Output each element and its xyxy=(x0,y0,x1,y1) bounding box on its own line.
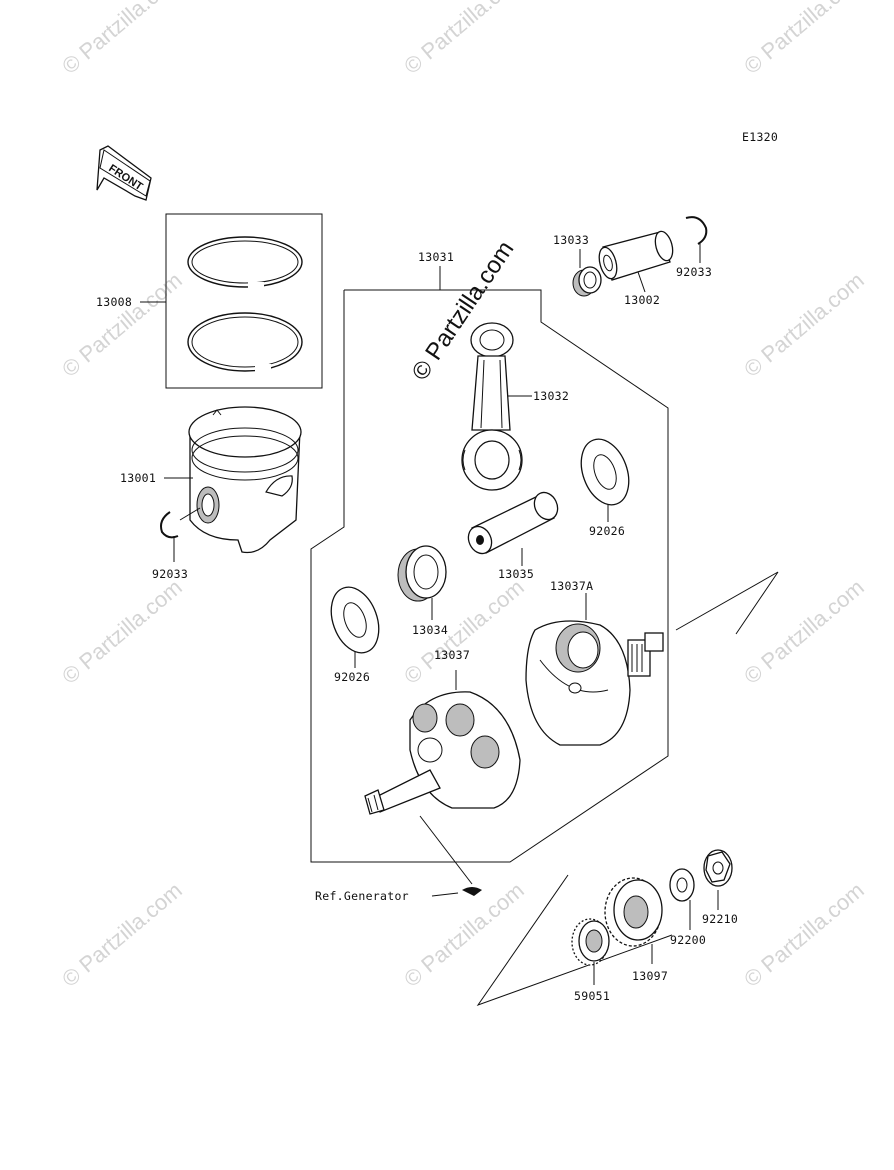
needle-bearing-large xyxy=(397,545,447,602)
part-label: 13037A xyxy=(550,579,593,593)
watermark: © Partzilla.com xyxy=(739,267,869,381)
watermark: © Partzilla.com xyxy=(399,0,529,79)
crankshaft-right-half xyxy=(525,620,664,746)
piston-pin xyxy=(598,230,674,281)
part-label: 13032 xyxy=(533,389,569,403)
part-label: 92210 xyxy=(702,912,738,926)
woodruff-key xyxy=(462,887,482,896)
part-label: 13002 xyxy=(624,293,660,307)
part-label: 13097 xyxy=(632,969,668,983)
part-label: 92200 xyxy=(670,933,706,947)
watermark: © Partzilla.com xyxy=(57,574,187,688)
part-label: 13035 xyxy=(498,567,534,581)
part-label: 13034 xyxy=(412,623,448,637)
diagram-code: E1320 xyxy=(742,130,778,144)
part-label: 92033 xyxy=(676,265,712,279)
connecting-rod xyxy=(461,322,523,491)
thrust-washer xyxy=(580,438,630,506)
spline-collar xyxy=(571,918,610,966)
crankshaft-left-half xyxy=(364,691,521,815)
part-label: 13031 xyxy=(418,250,454,264)
part-label: 13001 xyxy=(120,471,156,485)
part-label: 92033 xyxy=(152,567,188,581)
piston-ring-set xyxy=(165,213,323,389)
piston xyxy=(188,406,302,554)
part-label: 13033 xyxy=(553,233,589,247)
flange-nut xyxy=(703,849,733,887)
watermark: © Partzilla.com xyxy=(399,877,529,991)
washer xyxy=(669,868,695,902)
part-label: 13037 xyxy=(434,648,470,662)
thrust-washer xyxy=(330,586,380,654)
crank-pin xyxy=(467,491,559,555)
ref-label: Ref.Generator xyxy=(315,889,409,903)
watermark: © Partzilla.com xyxy=(57,877,187,991)
part-label: 92026 xyxy=(334,670,370,684)
crankshaft-assembly-outline xyxy=(310,289,669,863)
watermark: © Partzilla.com xyxy=(57,0,187,79)
watermark: © Partzilla.com xyxy=(739,0,869,79)
needle-bearing-small xyxy=(572,266,602,297)
part-label: 92026 xyxy=(589,524,625,538)
watermark-layer: © Partzilla.com © Partzilla.com © Partzi… xyxy=(57,0,869,992)
watermark: © Partzilla.com xyxy=(739,574,869,688)
crankshaft-gear xyxy=(604,877,663,947)
watermark: © Partzilla.com xyxy=(739,877,869,991)
part-label: 13008 xyxy=(96,295,132,309)
front-arrow-icon: FRONT xyxy=(96,145,152,201)
part-label: 59051 xyxy=(574,989,610,1003)
watermark: © Partzilla.com xyxy=(57,267,187,381)
